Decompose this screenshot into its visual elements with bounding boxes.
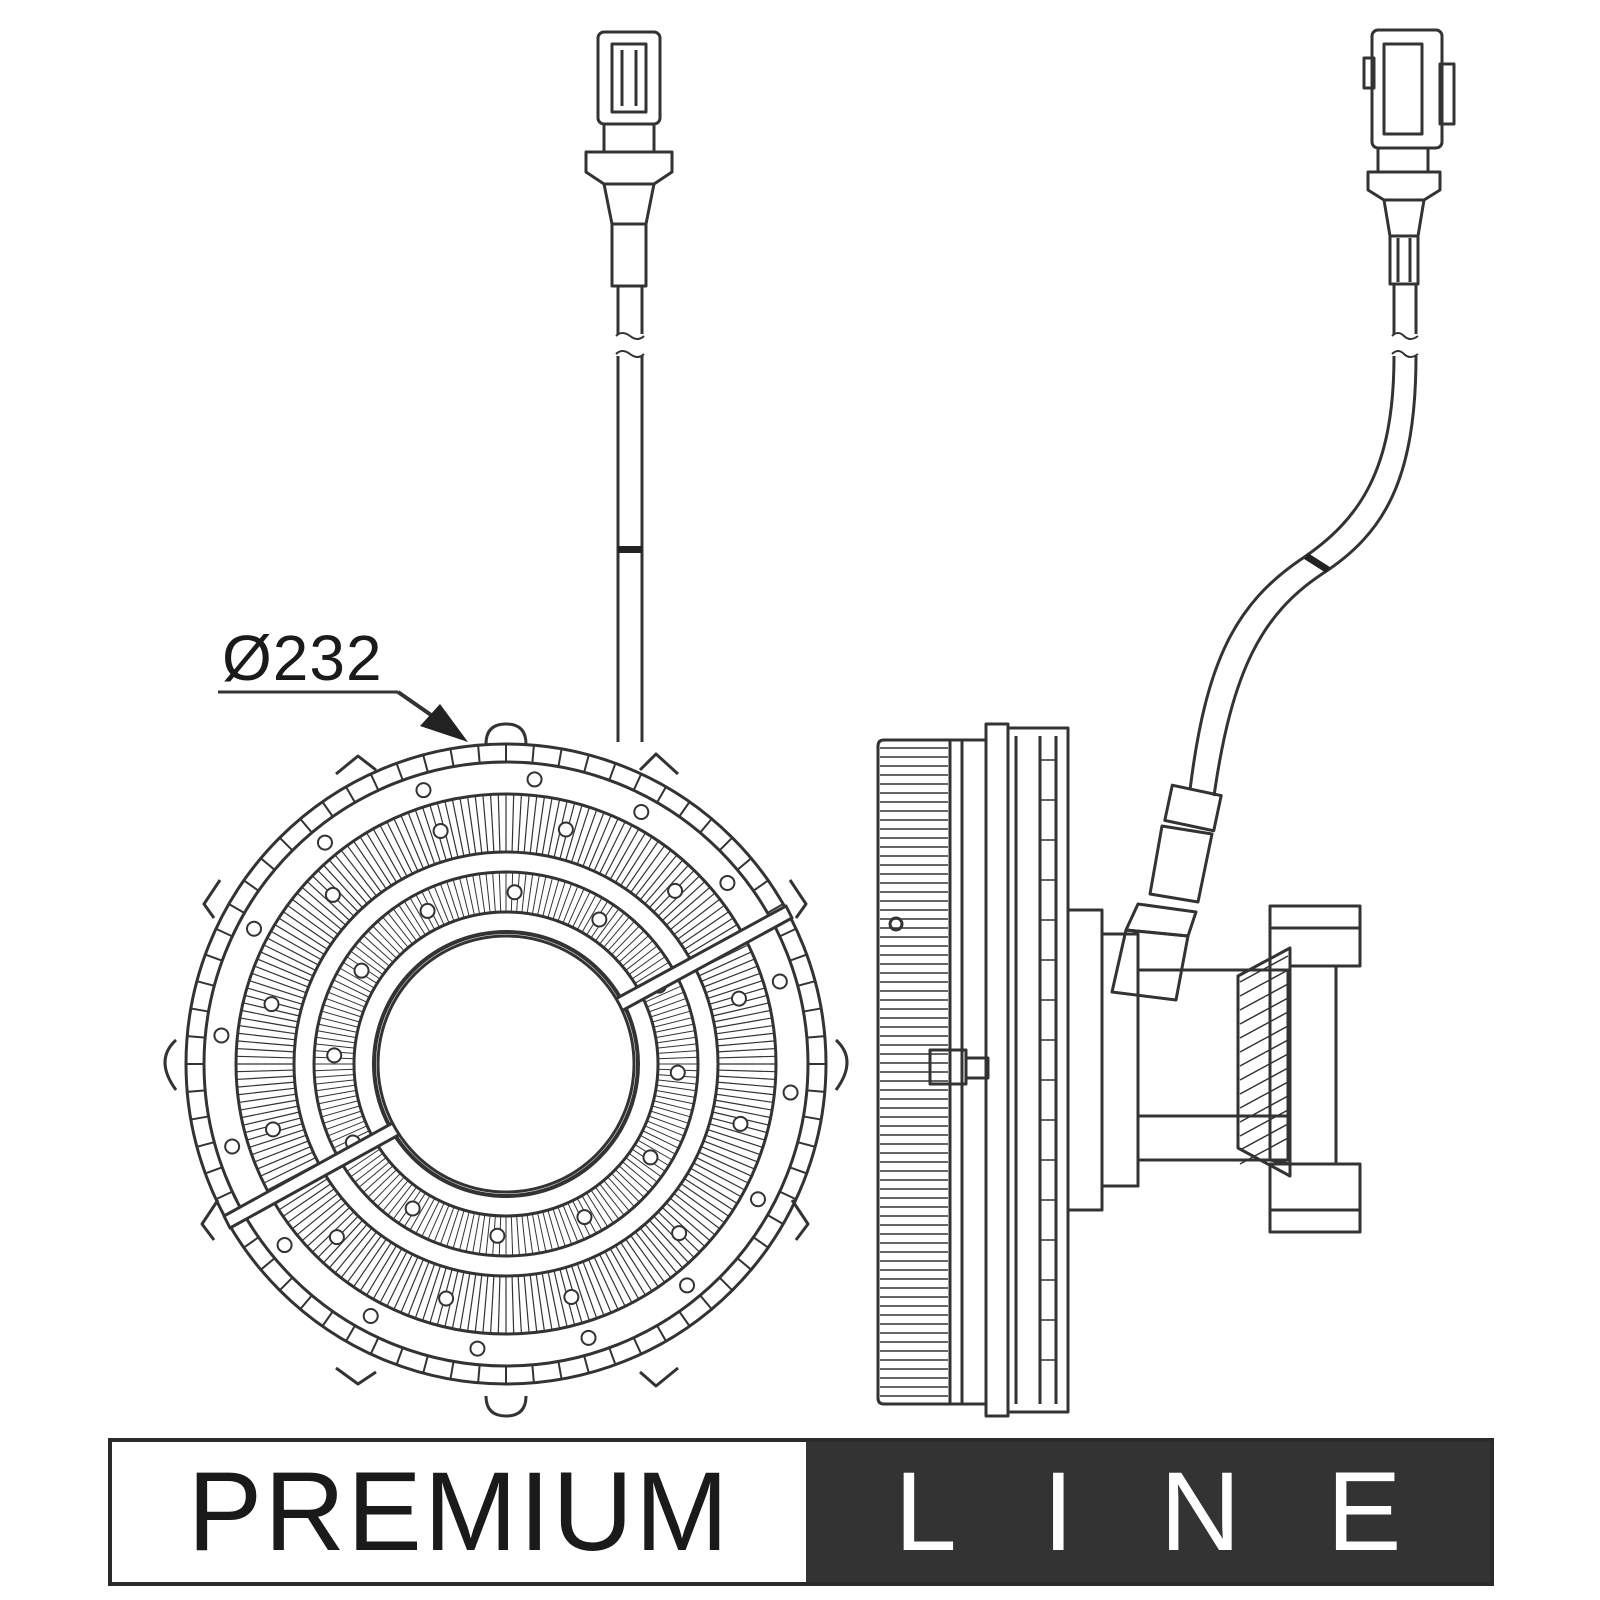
left-connector-plug-icon [584,30,674,288]
fan-clutch-side-view [876,722,1362,1418]
right-connector-plug-icon [1362,28,1456,286]
dimension-leader [218,690,468,742]
left-cable [615,286,645,742]
banner-right-panel: LINE [806,1442,1490,1582]
right-cable [1110,284,1419,1002]
diameter-dimension-label: Ø232 [222,622,383,694]
banner-left-panel: PREMIUM [112,1442,806,1582]
premium-line-banner: PREMIUM LINE [108,1438,1494,1586]
fan-clutch-front-view [163,722,849,1418]
banner-line-text: LINE [894,1449,1488,1574]
banner-premium-text: PREMIUM [187,1449,731,1574]
arrow-icon [420,704,468,742]
